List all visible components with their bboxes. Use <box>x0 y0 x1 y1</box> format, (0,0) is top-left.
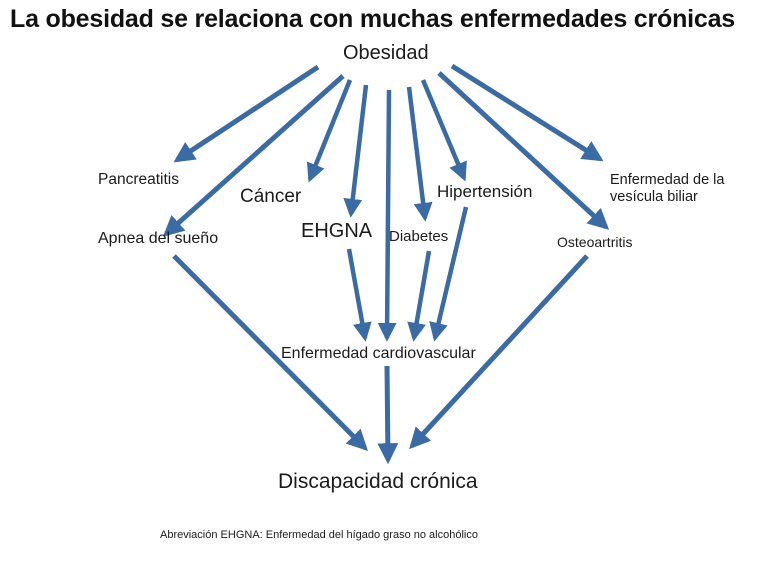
arrow-cardiovascular-to-discapacidad <box>377 365 399 465</box>
arrow-obesidad-to-apnea <box>162 74 345 237</box>
arrow-obesidad-to-osteoartritis <box>437 71 610 230</box>
arrow-osteoartritis-to-discapacidad <box>409 254 589 450</box>
arrow-obesidad-to-cardiovascular <box>377 89 397 342</box>
arrow-obesidad-to-pancreatitis <box>173 64 320 163</box>
arrow-obesidad-to-hipertension <box>420 79 467 182</box>
footnote: Abreviación EHGNA: Enfermedad del hígado… <box>160 529 478 541</box>
node-discapacidad-cronica: Discapacidad crónica <box>278 470 478 493</box>
arrow-obesidad-to-ehgna <box>343 84 369 218</box>
node-vesicula-biliar: Enfermedad de la vesícula biliar <box>610 172 725 205</box>
arrow-obesidad-to-diabetes <box>406 86 433 222</box>
arrow-diabetes-to-cardiovascular <box>407 250 432 342</box>
page-title: La obesidad se relaciona con muchas enfe… <box>10 5 736 33</box>
node-hipertension: Hipertensión <box>437 182 533 201</box>
node-pancreatitis: Pancreatitis <box>98 171 179 188</box>
arrow-apnea-to-discapacidad <box>172 254 368 451</box>
arrow-ehgna-to-cardiovascular <box>346 248 372 342</box>
arrow-obesidad-to-cancer <box>306 79 353 183</box>
arrow-hipertension-to-cardiovascular <box>429 206 469 342</box>
node-obesidad: Obesidad <box>343 42 429 64</box>
arrow-obesidad-to-vesicula <box>450 63 604 162</box>
node-cancer: Cáncer <box>240 186 302 207</box>
node-osteoartritis: Osteoartritis <box>557 234 633 250</box>
node-apnea-del-sueno: Apnea del sueño <box>98 230 219 247</box>
node-diabetes: Diabetes <box>389 228 449 245</box>
node-ehgna: EHGNA <box>301 220 373 242</box>
node-enfermedad-cardiovascular: Enfermedad cardiovascular <box>281 345 476 362</box>
